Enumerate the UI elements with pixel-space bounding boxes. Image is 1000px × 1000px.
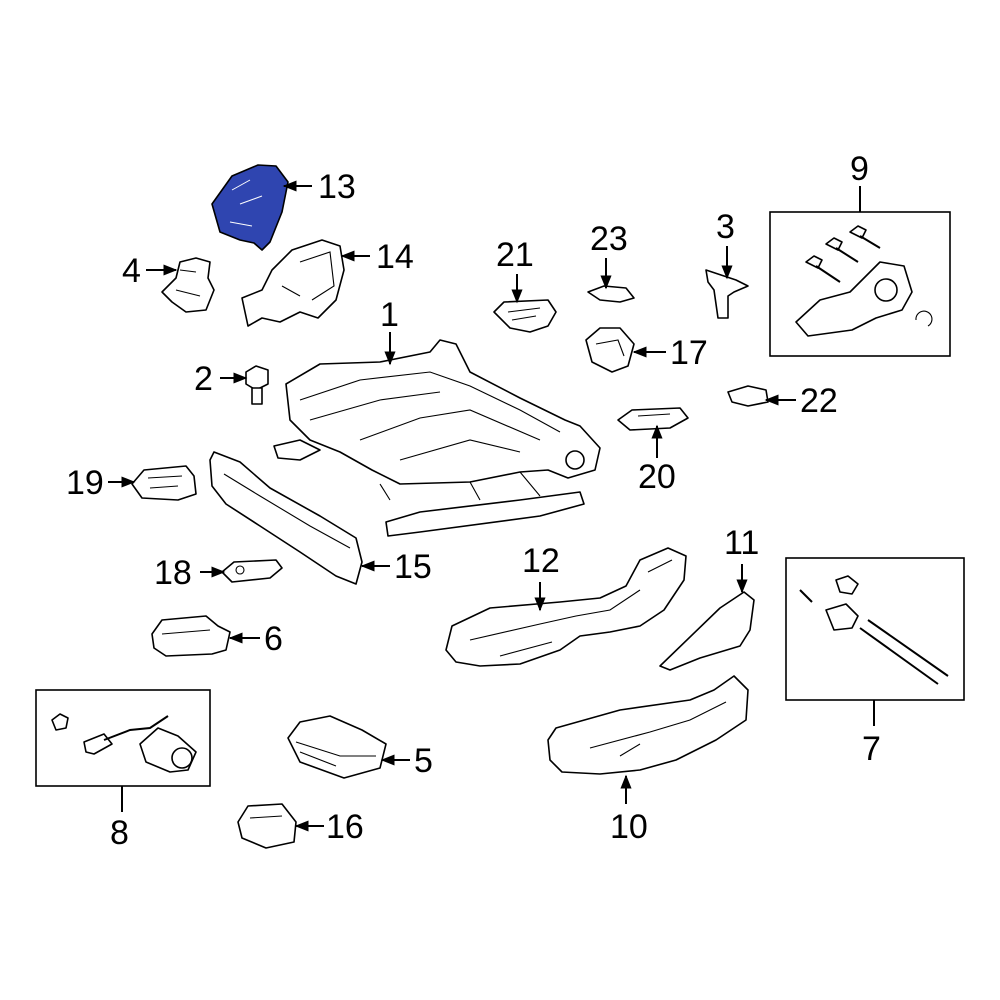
callout-7: 7 <box>862 730 881 768</box>
callout-23: 23 <box>590 220 628 258</box>
callout-12: 12 <box>522 542 560 580</box>
callout-22: 22 <box>800 382 838 420</box>
leader-lines <box>108 180 875 832</box>
part-23-clip[interactable] <box>587 285 635 303</box>
part-13-highlighted[interactable] <box>211 164 289 251</box>
part-11-panel[interactable] <box>659 591 755 671</box>
part-17-switch[interactable] <box>585 327 635 373</box>
part-9-motor-kit[interactable] <box>769 211 951 357</box>
part-1-seat-frame[interactable] <box>273 339 601 537</box>
callout-8: 8 <box>110 814 129 852</box>
part-2-bolt[interactable] <box>245 365 269 405</box>
callout-21: 21 <box>496 236 534 274</box>
part-20-bracket[interactable] <box>617 407 689 431</box>
callout-19: 19 <box>66 464 104 502</box>
callout-10: 10 <box>610 808 648 846</box>
callout-6: 6 <box>264 620 283 658</box>
part-16-cover[interactable] <box>237 803 297 849</box>
callout-labels: 13 4 14 1 2 21 23 3 9 17 22 20 19 15 18 … <box>66 150 881 852</box>
callout-13: 13 <box>318 168 356 206</box>
part-6-module[interactable] <box>151 615 231 657</box>
part-21-trim[interactable] <box>493 299 557 333</box>
callout-15: 15 <box>394 548 432 586</box>
part-10-side-cover[interactable] <box>547 675 749 775</box>
part-4-bracket[interactable] <box>161 257 215 313</box>
callout-16: 16 <box>326 808 364 846</box>
part-22-clip[interactable] <box>727 385 769 407</box>
callout-5: 5 <box>414 742 433 780</box>
callout-20: 20 <box>638 458 676 496</box>
part-15-side-shield[interactable] <box>209 451 363 585</box>
callout-11: 11 <box>724 524 759 562</box>
part-5-control-module[interactable] <box>287 715 387 779</box>
part-8-motor-kit[interactable] <box>35 689 211 787</box>
callout-3: 3 <box>716 208 735 246</box>
part-7-cable-kit[interactable] <box>785 557 965 701</box>
callout-4: 4 <box>122 252 141 290</box>
callout-14: 14 <box>376 238 414 276</box>
callout-1: 1 <box>380 296 399 334</box>
part-19-cover[interactable] <box>131 465 197 501</box>
callout-9: 9 <box>850 150 869 188</box>
part-14-cover[interactable] <box>241 239 345 327</box>
part-12-side-cover[interactable] <box>445 547 687 667</box>
callout-18: 18 <box>154 554 192 592</box>
callout-2: 2 <box>194 360 213 398</box>
callout-17: 17 <box>670 334 708 372</box>
part-3-bracket[interactable] <box>705 269 749 319</box>
part-18-clip[interactable] <box>221 559 283 583</box>
